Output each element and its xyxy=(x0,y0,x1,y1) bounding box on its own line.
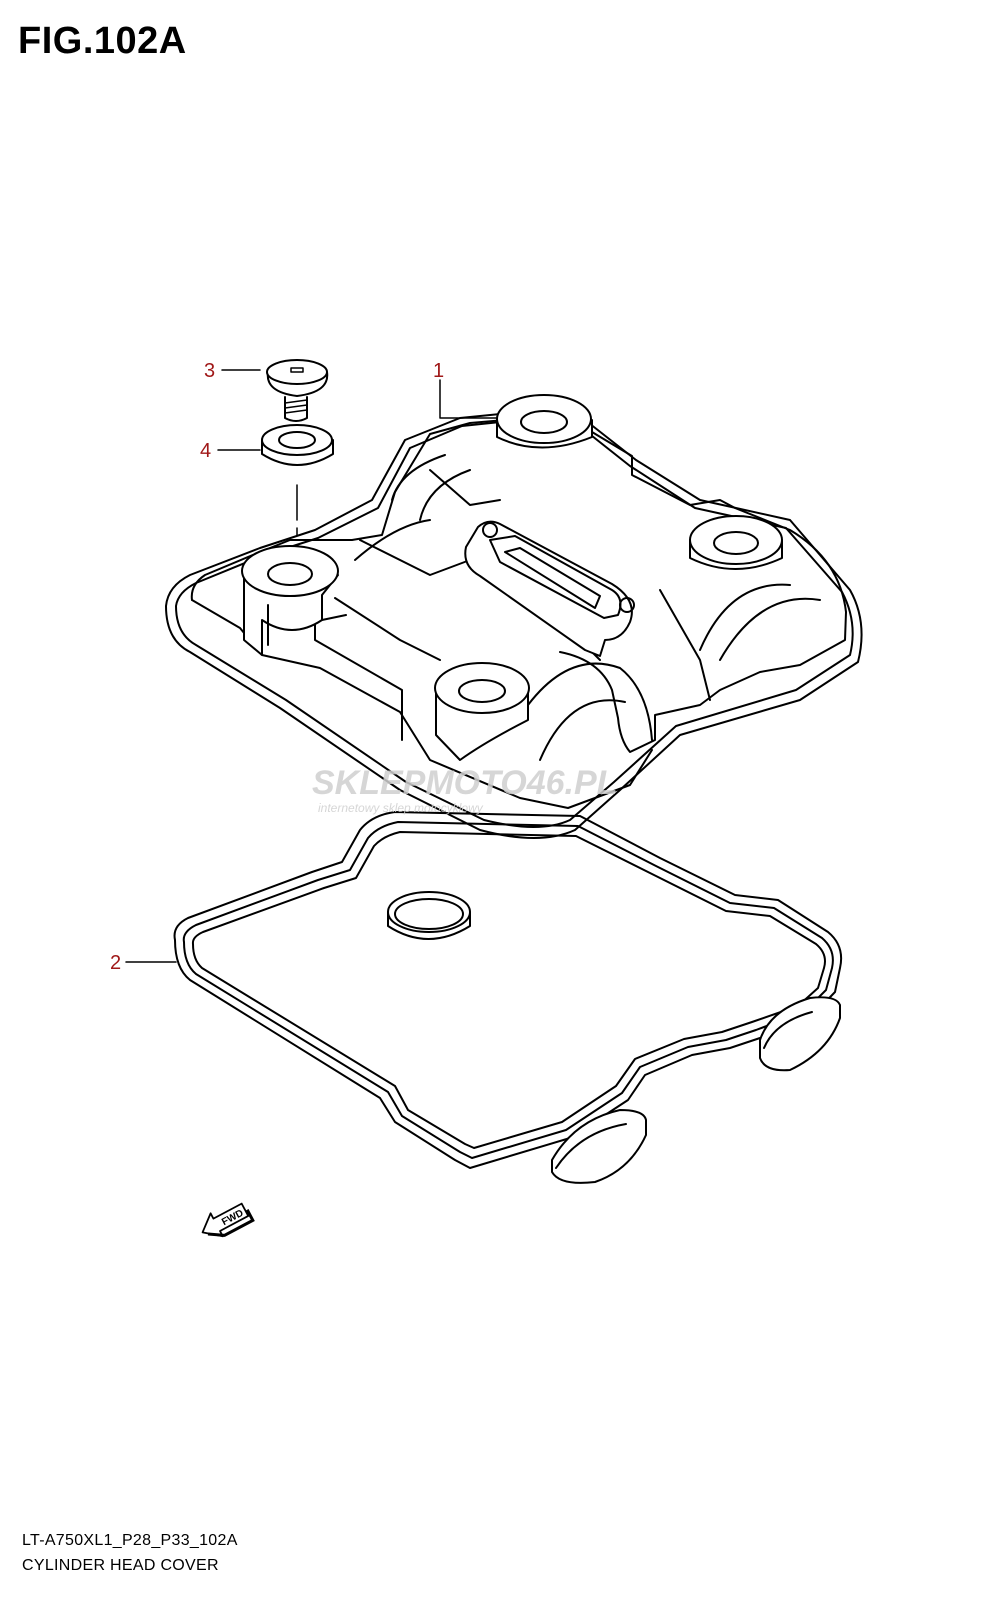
callout-4: 4 xyxy=(200,440,211,462)
callout-3: 3 xyxy=(204,360,215,382)
cylinder-head-cover-part xyxy=(165,394,863,839)
callout-1: 1 xyxy=(433,360,444,382)
fwd-arrow-icon: FWD xyxy=(201,1202,255,1238)
leader-line-1 xyxy=(439,379,498,419)
diagram-name: CYLINDER HEAD COVER xyxy=(22,1557,219,1574)
figure-title: FIG.102A xyxy=(18,20,187,62)
gasket-part xyxy=(173,811,843,1184)
bolt-part xyxy=(266,359,329,422)
watermark-main-text: SKLEPMOTO46.PL xyxy=(312,764,617,802)
callout-2: 2 xyxy=(110,952,121,974)
washer-part xyxy=(261,424,334,466)
watermark-sub-text: internetowy sklep motocyklowy xyxy=(318,801,484,815)
watermark: SKLEPMOTO46.PL internetowy sklep motocyk… xyxy=(312,764,617,815)
diagram-code: LT-A750XL1_P28_P33_102A xyxy=(22,1532,238,1549)
